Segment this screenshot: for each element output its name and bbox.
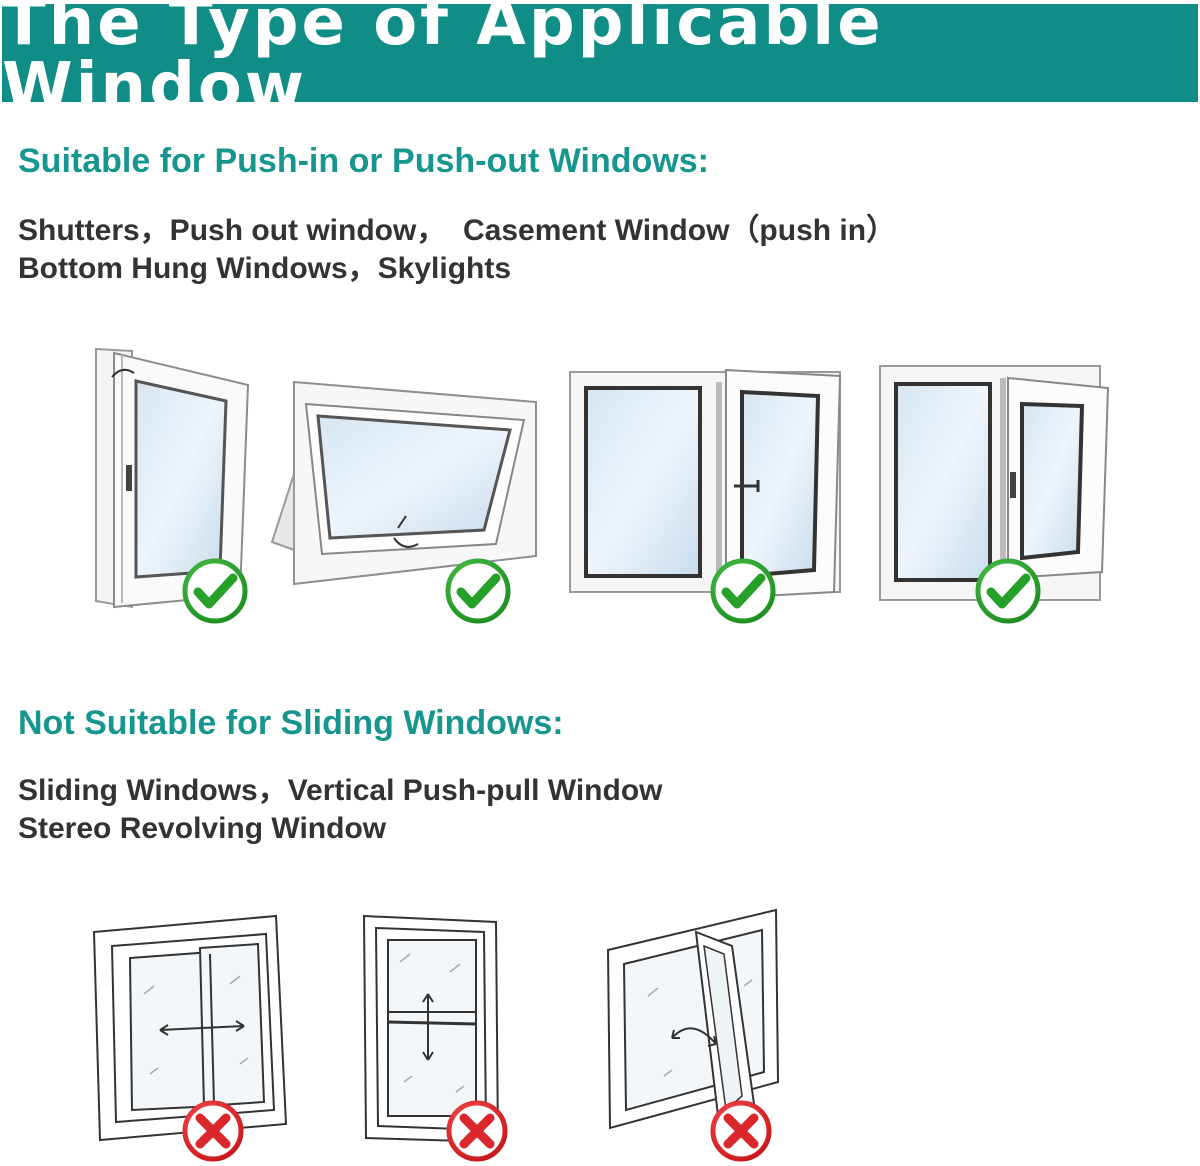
not-suitable-line-2: Stereo Revolving Window: [18, 811, 387, 845]
cross-icon: [446, 1100, 508, 1162]
suitable-line-1: Shutters，Push out window， Casement Windo…: [18, 214, 897, 247]
check-icon: [445, 558, 511, 624]
tilt-window-icon: [876, 364, 1112, 604]
not-suitable-line-1: Sliding Windows，Vertical Push-pull Windo…: [18, 774, 663, 807]
check-icon: [975, 558, 1041, 624]
casement-window-icon: [566, 366, 846, 598]
suitable-line-2: Bottom Hung Windows，Skylights: [18, 251, 512, 285]
suitable-heading: Suitable for Push-in or Push-out Windows…: [18, 142, 709, 180]
cross-icon: [182, 1100, 244, 1162]
cross-icon: [710, 1100, 772, 1162]
title-banner: The Type of Applicable Window: [2, 0, 1198, 119]
check-icon: [710, 558, 776, 624]
suitable-description: Shutters，Push out window， Casement Windo…: [18, 212, 896, 287]
revolving-window-icon: [604, 906, 782, 1136]
vertical-sliding-window-icon: [360, 912, 510, 1148]
push-out-window-icon: [92, 345, 252, 615]
awning-window-icon: [270, 378, 540, 593]
not-suitable-heading: Not Suitable for Sliding Windows:: [18, 704, 564, 742]
page-title: The Type of Applicable Window: [2, 0, 884, 124]
check-icon: [182, 558, 248, 624]
not-suitable-description: Sliding Windows，Vertical Push-pull Windo…: [18, 772, 662, 847]
sliding-window-icon: [90, 914, 290, 1144]
